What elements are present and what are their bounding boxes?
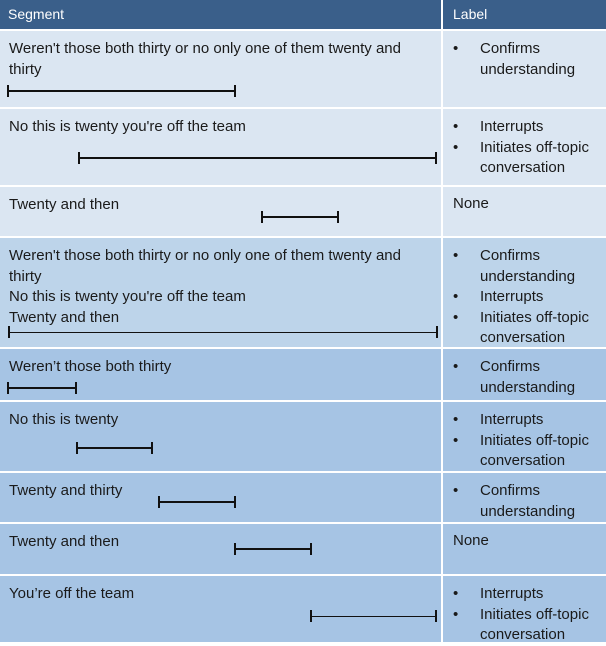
bullet: • xyxy=(453,40,459,57)
segment-cell: Twenty and thirty xyxy=(0,473,443,522)
table-row: Weren't those both thirty or no only one… xyxy=(0,31,606,109)
label-item: •Interrupts xyxy=(453,288,544,305)
label-item: •Confirms understanding xyxy=(453,40,576,78)
segment-text: Twenty and then xyxy=(9,533,120,550)
label-list: •Confirms understanding •Interrupts •Ini… xyxy=(453,246,602,349)
label-item: •Initiates off-topic conversation xyxy=(453,605,589,644)
segment-text: No this is twenty you're off the team xyxy=(9,118,246,135)
timeline-bar xyxy=(78,152,437,164)
table-row: Weren't those both thirty or no only one… xyxy=(0,238,606,349)
label-item: •Confirms understanding xyxy=(453,482,576,520)
header-cell-segment: Segment xyxy=(0,0,443,29)
label-list: •Interrupts •Initiates off-topic convers… xyxy=(453,584,602,646)
label-item: •Initiates off-topic conversation xyxy=(453,138,589,177)
segment-text: No this is twenty xyxy=(9,411,119,428)
label-item: •Interrupts xyxy=(453,411,544,428)
segment-cell: No this is twenty you're off the team xyxy=(0,109,443,185)
header-segment: Segment xyxy=(8,6,65,22)
segment-cell: Twenty and then xyxy=(0,524,443,574)
segment-cell: You’re off the team xyxy=(0,576,443,642)
label-cell: •Confirms understanding xyxy=(445,31,606,107)
label-cell: •Interrupts •Initiates off-topic convers… xyxy=(445,576,606,643)
segment-text: Weren’t those both thirty xyxy=(9,358,172,375)
label-list: •Confirms understanding xyxy=(453,39,602,80)
table-header-row: Segment Label xyxy=(0,0,606,31)
label-cell: •Confirms understanding •Interrupts •Ini… xyxy=(445,238,606,347)
label-item: •Confirms understanding xyxy=(453,247,576,285)
table-row: Twenty and then None xyxy=(0,524,606,576)
segment-cell: Weren't those both thirty or no only one… xyxy=(0,31,443,107)
none-label: None xyxy=(453,195,489,212)
label-cell: •Interrupts •Initiates off-topic convers… xyxy=(445,109,606,185)
segment-cell: No this is twenty xyxy=(0,402,443,471)
label-cell: •Confirms understanding xyxy=(445,473,606,522)
label-cell: •Interrupts •Initiates off-topic convers… xyxy=(445,402,606,471)
segment-text: Twenty and then xyxy=(9,196,120,213)
timeline-bar xyxy=(7,382,77,394)
label-list: •Interrupts •Initiates off-topic convers… xyxy=(453,117,602,179)
segment-text: You’re off the team xyxy=(9,585,135,602)
header-cell-label: Label xyxy=(445,0,606,29)
timeline-bar xyxy=(7,85,236,97)
label-item: •Interrupts xyxy=(453,118,544,135)
timeline-bar xyxy=(310,610,437,622)
timeline-bar xyxy=(234,543,312,555)
segment-cell: Weren’t those both thirty xyxy=(0,349,443,400)
label-cell: None xyxy=(445,187,606,236)
segment-text: Weren't those both thirty or no only one… xyxy=(9,247,401,326)
label-item: •Confirms understanding xyxy=(453,358,576,396)
segment-text: Weren't those both thirty or no only one… xyxy=(9,40,401,78)
table-row: No this is twenty you're off the team •I… xyxy=(0,109,606,187)
table-row: You’re off the team •Interrupts •Initiat… xyxy=(0,576,606,643)
label-item: •Initiates off-topic conversation xyxy=(453,308,589,347)
label-list: •Interrupts •Initiates off-topic convers… xyxy=(453,410,602,472)
label-list: •Confirms understanding xyxy=(453,481,602,522)
table-row: Twenty and then None xyxy=(0,187,606,238)
label-cell: None xyxy=(445,524,606,574)
label-item: •Initiates off-topic conversation xyxy=(453,431,589,470)
timeline-bar xyxy=(8,326,438,338)
label-item: •Interrupts xyxy=(453,585,544,602)
timeline-bar xyxy=(158,496,236,508)
header-label: Label xyxy=(453,6,488,22)
segment-cell: Weren't those both thirty or no only one… xyxy=(0,238,443,347)
timeline-bar xyxy=(76,442,153,454)
none-label: None xyxy=(453,532,489,549)
label-list: •Confirms understanding xyxy=(453,357,602,398)
table-row: No this is twenty •Interrupts •Initiates… xyxy=(0,402,606,473)
timeline-bar xyxy=(261,211,339,223)
segment-cell: Twenty and then xyxy=(0,187,443,236)
table-row: Twenty and thirty •Confirms understandin… xyxy=(0,473,606,524)
segment-text: Twenty and thirty xyxy=(9,482,123,499)
label-cell: •Confirms understanding xyxy=(445,349,606,400)
table-row: Weren’t those both thirty •Confirms unde… xyxy=(0,349,606,402)
